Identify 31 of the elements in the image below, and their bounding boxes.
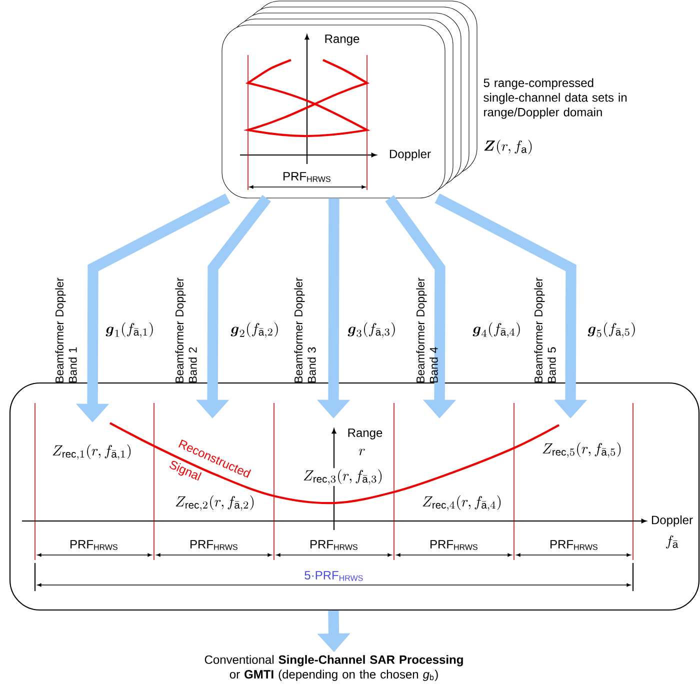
axis-label: PRF$_{HRWS}$ <box>284 172 330 182</box>
band-formula: $Z_{\mathrm{rec},4}(r,f_{\bar{\mathrm{a}},4})$ <box>422 495 501 511</box>
axis-label: $f_{\bar{\mathrm{a}}}$ <box>666 535 678 549</box>
band-formula: $Z_{\mathrm{rec},1}(r,f_{\bar{\mathrm{a}},1})$ <box>52 444 131 460</box>
band-formula: $Z_{\mathrm{rec},3}(r,f_{\bar{\mathrm{a}},3})$ <box>302 468 384 486</box>
description-text: 5 range-compressed single-channel data sets in range/Doppler domain <box>484 78 627 119</box>
dimension-label: PRF$_{HRWS}$ <box>310 540 358 550</box>
axis-label: $r$ <box>358 448 365 456</box>
dimension-label: PRF$_{HRWS}$ <box>190 540 238 550</box>
axis-label: Range <box>325 34 360 46</box>
edge-label: Beamformer Doppler Band 5 <box>534 278 556 382</box>
weight-formula: $\boldsymbol{g}_{4}(f_{\bar{\mathrm{a}},4})$ <box>472 322 520 338</box>
dimension-label: 5·PRF$_{HRWS}$ <box>304 571 363 581</box>
axis-label: Doppler <box>390 149 431 161</box>
edge-label: Beamformer Doppler Band 3 <box>294 278 316 382</box>
weight-formula: $\boldsymbol{g}_{3}(f_{\bar{\mathrm{a}},3})$ <box>348 322 395 338</box>
weight-formula: $\boldsymbol{g}_{1}(f_{\bar{\mathrm{a}},1})$ <box>106 322 153 338</box>
result-text: Conventional Single-Channel SAR Processing or GMTI (depending on the chosen g$_{b}$) <box>204 655 463 681</box>
edge-label: Beamformer Doppler Band 2 <box>175 278 197 382</box>
edge-label: Beamformer Doppler Band 4 <box>416 278 438 382</box>
dimension-label: PRF$_{HRWS}$ <box>430 540 478 550</box>
band-formula: $Z_{\mathrm{rec},5}(r,f_{\bar{\mathrm{a}},5})$ <box>542 442 621 458</box>
axis-label: Doppler <box>652 515 693 527</box>
formula: $\boldsymbol{Z}(r,f_{\mathrm{a}})$ <box>484 140 532 154</box>
band-formula: $Z_{\mathrm{rec},2}(r,f_{\bar{\mathrm{a}},2})$ <box>176 495 254 511</box>
weight-formula: $\boldsymbol{g}_{2}(f_{\bar{\mathrm{a}},2})$ <box>230 322 278 338</box>
axis-label: Range <box>348 428 382 440</box>
edge-label: Beamformer Doppler Band 1 <box>55 278 77 382</box>
dimension-label: PRF$_{HRWS}$ <box>70 540 118 550</box>
weight-formula: $\boldsymbol{g}_{5}(f_{\bar{\mathrm{a}},5})$ <box>588 322 635 338</box>
dimension-label: PRF$_{HRWS}$ <box>550 540 598 550</box>
